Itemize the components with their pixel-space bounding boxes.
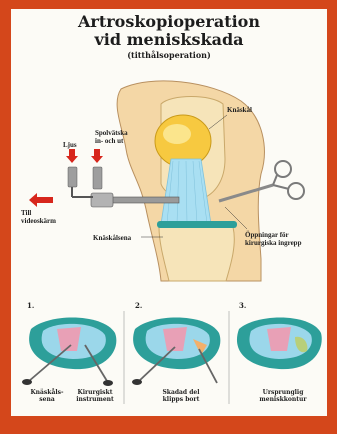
label-spolvatska: Spolvätska in- och ut bbox=[95, 129, 135, 145]
label-till-videoskarm: Till videoskärm bbox=[21, 209, 56, 225]
label-knaskal: Knäskål bbox=[227, 106, 252, 114]
instrument-ring-lower bbox=[288, 183, 304, 199]
panel-3-number: 3. bbox=[239, 301, 246, 310]
fluid-connector bbox=[93, 167, 102, 189]
arrow-video-out bbox=[29, 193, 53, 207]
panel-1-label-knaskalssena: Knäskåls- sena bbox=[27, 389, 67, 403]
arrow-light-in bbox=[66, 149, 78, 163]
patella-highlight bbox=[163, 124, 191, 144]
panel-3-label: Ursprunglig meniskkontur bbox=[251, 389, 315, 403]
panel-2-label: Skadad del klipps bort bbox=[151, 389, 211, 403]
instrument-handle bbox=[273, 175, 277, 185]
instrument-ring-upper bbox=[275, 161, 291, 177]
poster-panel: Artroskopioperation vid meniskskada (tit… bbox=[11, 9, 327, 416]
panel-2-number: 2. bbox=[135, 301, 142, 310]
panel-2-illustration bbox=[132, 317, 220, 385]
arthroscope-tube bbox=[103, 197, 179, 203]
label-oppningar: Öppningar för kirurgiska ingrepp bbox=[245, 231, 301, 247]
instrument-handle bbox=[273, 185, 289, 189]
tibia-bone bbox=[159, 227, 234, 281]
meniscus-band bbox=[157, 221, 237, 228]
panel-1-label-instrument: Kirurgiskt instrument bbox=[73, 389, 117, 403]
knee-illustration bbox=[11, 9, 327, 416]
panel-3-illustration bbox=[237, 317, 322, 369]
arrow-fluid-in bbox=[91, 149, 103, 163]
label-ljus: Ljus bbox=[63, 141, 77, 149]
panel-1-number: 1. bbox=[27, 301, 34, 310]
light-cable-connector bbox=[68, 167, 77, 187]
panel-1-illustration bbox=[22, 317, 116, 386]
label-knaskalssena: Knäskålsena bbox=[93, 234, 131, 242]
arthroscope-body bbox=[91, 193, 113, 207]
